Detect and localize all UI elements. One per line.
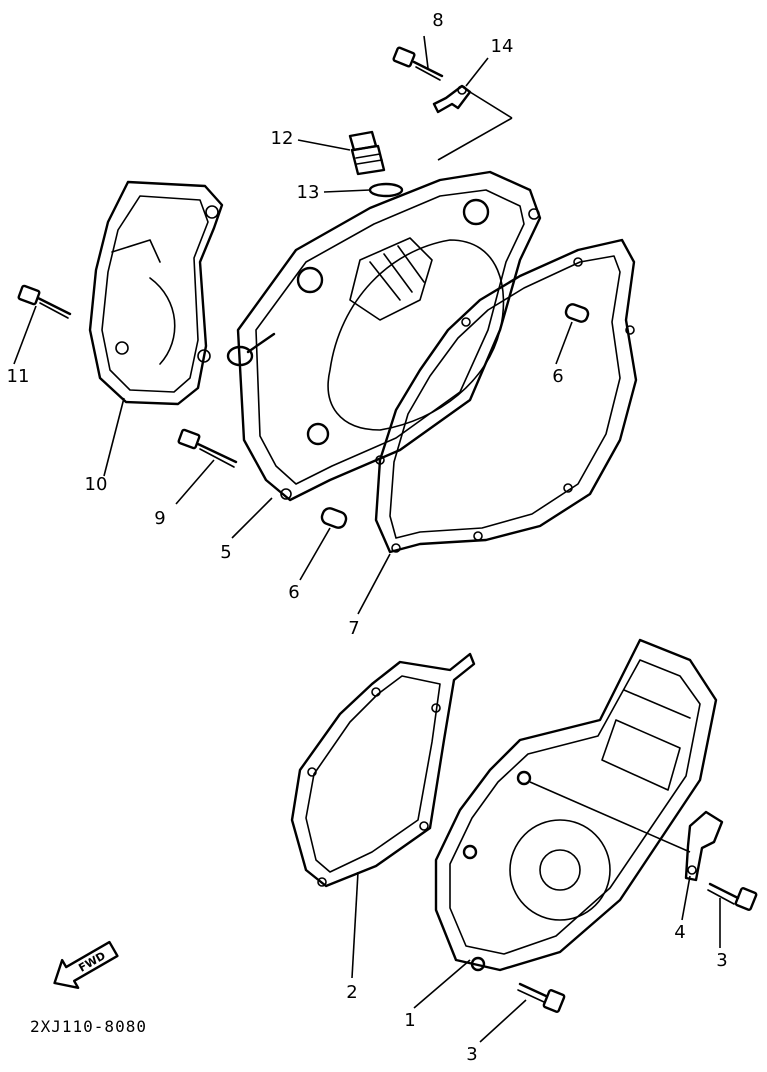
callout-12: 12 <box>271 128 294 149</box>
drawing-code: 2XJ110-8080 <box>30 1017 147 1036</box>
callout-4: 4 <box>674 922 685 943</box>
forward-direction-arrow: FWD <box>53 940 119 990</box>
callout-2: 2 <box>346 982 357 1003</box>
part-dowel-pin-lower <box>320 507 348 529</box>
callout-10: 10 <box>85 474 108 495</box>
part-bolt-3-right <box>707 882 758 911</box>
callout-3b: 3 <box>466 1044 477 1065</box>
callout-3a: 3 <box>716 950 727 971</box>
callout-6b: 6 <box>288 582 299 603</box>
part-dowel-pin-upper <box>564 303 590 323</box>
part-bolt-8 <box>392 46 444 81</box>
part-bolt-3-bottom <box>517 982 566 1013</box>
part-generator-gasket <box>290 652 476 888</box>
part-filler-plug <box>348 130 386 176</box>
callout-1: 1 <box>404 1010 415 1031</box>
part-clamp-4 <box>684 810 724 882</box>
part-cover-gasket <box>374 238 638 554</box>
leader-lines <box>13 35 721 1043</box>
part-generator-cover <box>434 638 718 972</box>
callout-5: 5 <box>220 542 231 563</box>
callout-11: 11 <box>7 366 30 387</box>
part-bolt-11 <box>17 284 72 319</box>
callout-6a: 6 <box>552 366 563 387</box>
callout-8: 8 <box>432 10 443 31</box>
part-clamp-14 <box>432 84 513 161</box>
callout-14: 14 <box>491 36 514 57</box>
part-side-cover <box>88 180 224 406</box>
part-bolt-9 <box>177 428 238 468</box>
callout-7: 7 <box>348 618 359 639</box>
callout-9: 9 <box>154 508 165 529</box>
callout-13: 13 <box>297 182 320 203</box>
part-crankcase-cover <box>226 170 542 502</box>
part-o-ring <box>368 182 404 198</box>
